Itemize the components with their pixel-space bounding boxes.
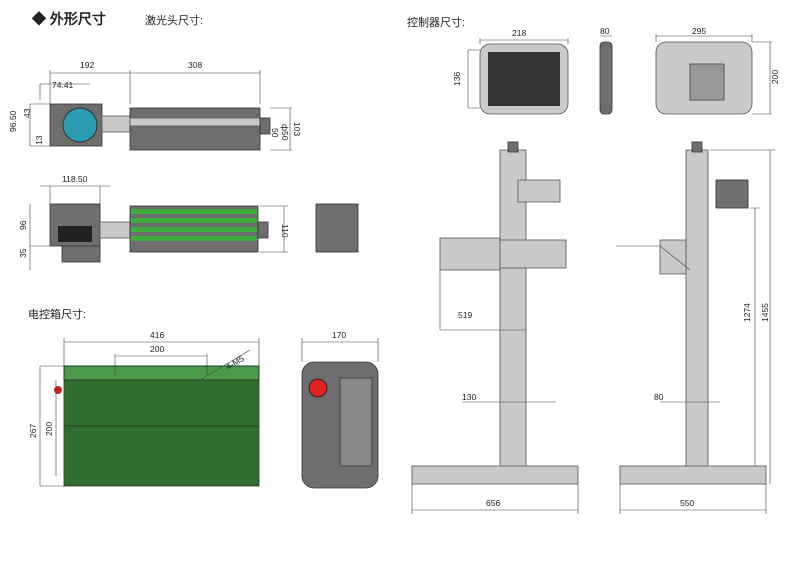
dim-656: 656 bbox=[486, 498, 500, 508]
dim-1274: 1274 bbox=[742, 303, 752, 322]
dim-550: 550 bbox=[680, 498, 694, 508]
dim-118-50: 118.50 bbox=[62, 174, 88, 184]
dim-192: 192 bbox=[80, 60, 94, 70]
section-title: ◆ 外形尺寸 bbox=[31, 11, 106, 27]
stand-side-view bbox=[616, 141, 775, 514]
dim-96: 96 bbox=[18, 220, 28, 230]
dim-200-controller: 200 bbox=[770, 70, 780, 84]
dim-136: 136 bbox=[452, 72, 462, 86]
dim-1455: 1455 bbox=[760, 303, 770, 322]
dim-96-50: 96.50 bbox=[8, 110, 18, 132]
dim-200-width: 200 bbox=[150, 344, 164, 354]
dim-13: 13 bbox=[34, 135, 44, 145]
control-box-front-view bbox=[39, 338, 379, 489]
dim-218: 218 bbox=[512, 28, 526, 38]
controller-views bbox=[467, 34, 772, 115]
dim-519: 519 bbox=[458, 310, 472, 320]
dim-110: 110 bbox=[280, 224, 290, 238]
dim-170: 170 bbox=[332, 330, 346, 340]
dim-43: 43 bbox=[22, 108, 32, 118]
dim-phi50: ф50 bbox=[280, 124, 290, 141]
controller-label: 控制器尺寸: bbox=[407, 15, 465, 29]
laser-head-label: 激光头尺寸: bbox=[145, 13, 203, 27]
dim-200-height: 200 bbox=[44, 422, 54, 436]
stand-front-view bbox=[411, 141, 579, 514]
dim-80-depth: 80 bbox=[600, 26, 610, 36]
dim-416: 416 bbox=[150, 330, 164, 340]
dim-50: 50 bbox=[270, 128, 280, 138]
dim-80-column: 80 bbox=[654, 392, 664, 402]
laser-head-side-view bbox=[29, 185, 359, 270]
dim-103: 103 bbox=[292, 122, 302, 136]
dim-35: 35 bbox=[18, 248, 28, 258]
laser-head-top-view bbox=[29, 70, 292, 151]
dim-74-41: 74.41 bbox=[52, 80, 74, 90]
dim-308: 308 bbox=[188, 60, 202, 70]
control-box-label: 电控箱尺寸: bbox=[28, 307, 86, 321]
dim-295: 295 bbox=[692, 26, 706, 36]
dim-130: 130 bbox=[462, 392, 476, 402]
dim-267: 267 bbox=[28, 424, 38, 438]
